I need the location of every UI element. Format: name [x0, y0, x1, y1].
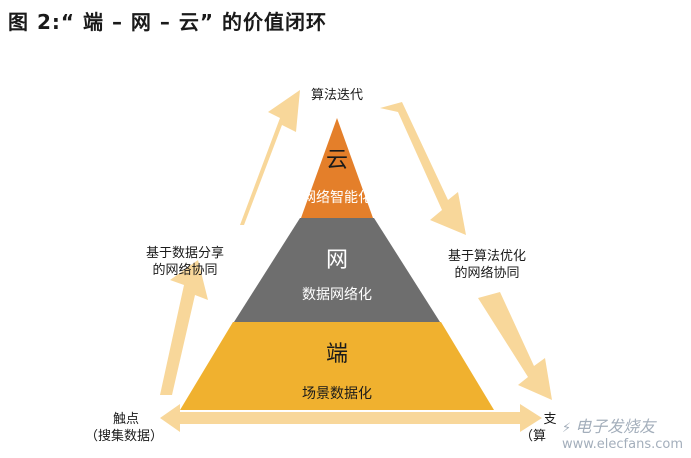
- tier-middle-caption: 数据网络化: [302, 287, 372, 303]
- tier-middle-name: 网: [325, 248, 348, 273]
- tier-top-name: 云: [325, 148, 348, 173]
- tier-bottom-name: 端: [325, 342, 348, 367]
- figure-title: 图 2:“ 端 – 网 – 云” 的价值闭环: [8, 10, 327, 34]
- watermark-logo-icon: ⚡: [561, 421, 572, 436]
- arrow-left-upper: [220, 90, 300, 225]
- arrow-right-lower: [478, 292, 552, 400]
- watermark-brand: 电子发烧友: [575, 417, 656, 436]
- node-support-line2: （算: [520, 429, 547, 444]
- watermark: ⚡ 电子发烧友 www.elecfans.com: [562, 413, 683, 452]
- node-touchpoint-line1: 触点: [112, 412, 139, 427]
- edge-left-label-line1: 基于数据分享: [145, 246, 224, 261]
- node-algorithm-iteration: 算法迭代: [310, 88, 363, 103]
- pyramid: [180, 118, 494, 410]
- edge-left-label-line2: 的网络协同: [152, 263, 218, 278]
- arrow-left-lower: [150, 260, 208, 395]
- pyramid-tier-middle: [234, 218, 440, 322]
- node-touchpoint-line2: （搜集数据）: [84, 429, 163, 444]
- edge-right-label-line1: 基于算法优化: [447, 249, 526, 264]
- pyramid-tier-top: [301, 118, 373, 218]
- tier-bottom-caption: 场景数据化: [302, 386, 372, 402]
- cycle-arrows: [150, 90, 552, 432]
- node-support-line1: 支: [543, 412, 557, 427]
- watermark-url: www.elecfans.com: [561, 437, 683, 452]
- pyramid-tier-bottom: [180, 322, 494, 410]
- arrow-right-upper: [380, 102, 466, 235]
- arrow-bottom: [160, 404, 542, 432]
- tier-top-caption: 网络智能化: [302, 190, 372, 206]
- edge-right-label-line2: 的网络协同: [454, 266, 520, 281]
